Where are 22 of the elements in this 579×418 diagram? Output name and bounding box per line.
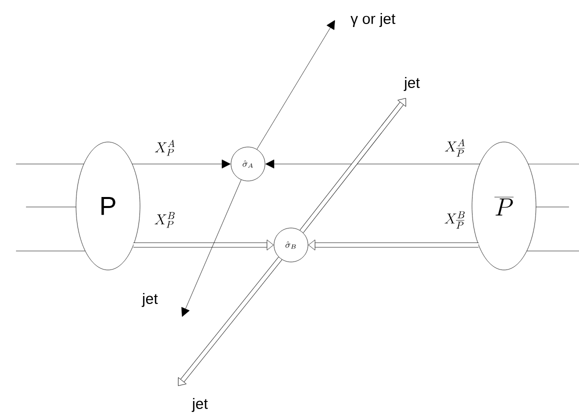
- edge-label: $X_{P}^{A}$: [154, 139, 176, 157]
- ellipse-node: P: [76, 142, 140, 270]
- particle-label: jet: [192, 398, 208, 412]
- beam-line: [526, 250, 579, 252]
- arrow: [256, 20, 335, 150]
- particle-label: γ or jet: [350, 13, 396, 27]
- edge-label: $X_{\overline{P}}^{B}$: [443, 210, 467, 230]
- arrow: [308, 240, 479, 250]
- beam-line: [536, 206, 570, 208]
- arrow: [181, 180, 242, 317]
- arrow: [132, 160, 231, 168]
- arrow: [178, 256, 282, 386]
- edge-label: $X_{\overline{P}}^{A}$: [444, 138, 466, 158]
- arrow: [265, 160, 480, 168]
- ellipse-node: $\overline{P}$: [472, 142, 536, 270]
- beam-line: [16, 250, 86, 252]
- particle-label: jet: [142, 293, 158, 307]
- arrow: [300, 98, 406, 233]
- arrow: [133, 240, 274, 250]
- edge-label: $X_{P}^{B}$: [153, 211, 177, 229]
- particle-label: jet: [404, 77, 420, 91]
- beam-line: [26, 206, 76, 208]
